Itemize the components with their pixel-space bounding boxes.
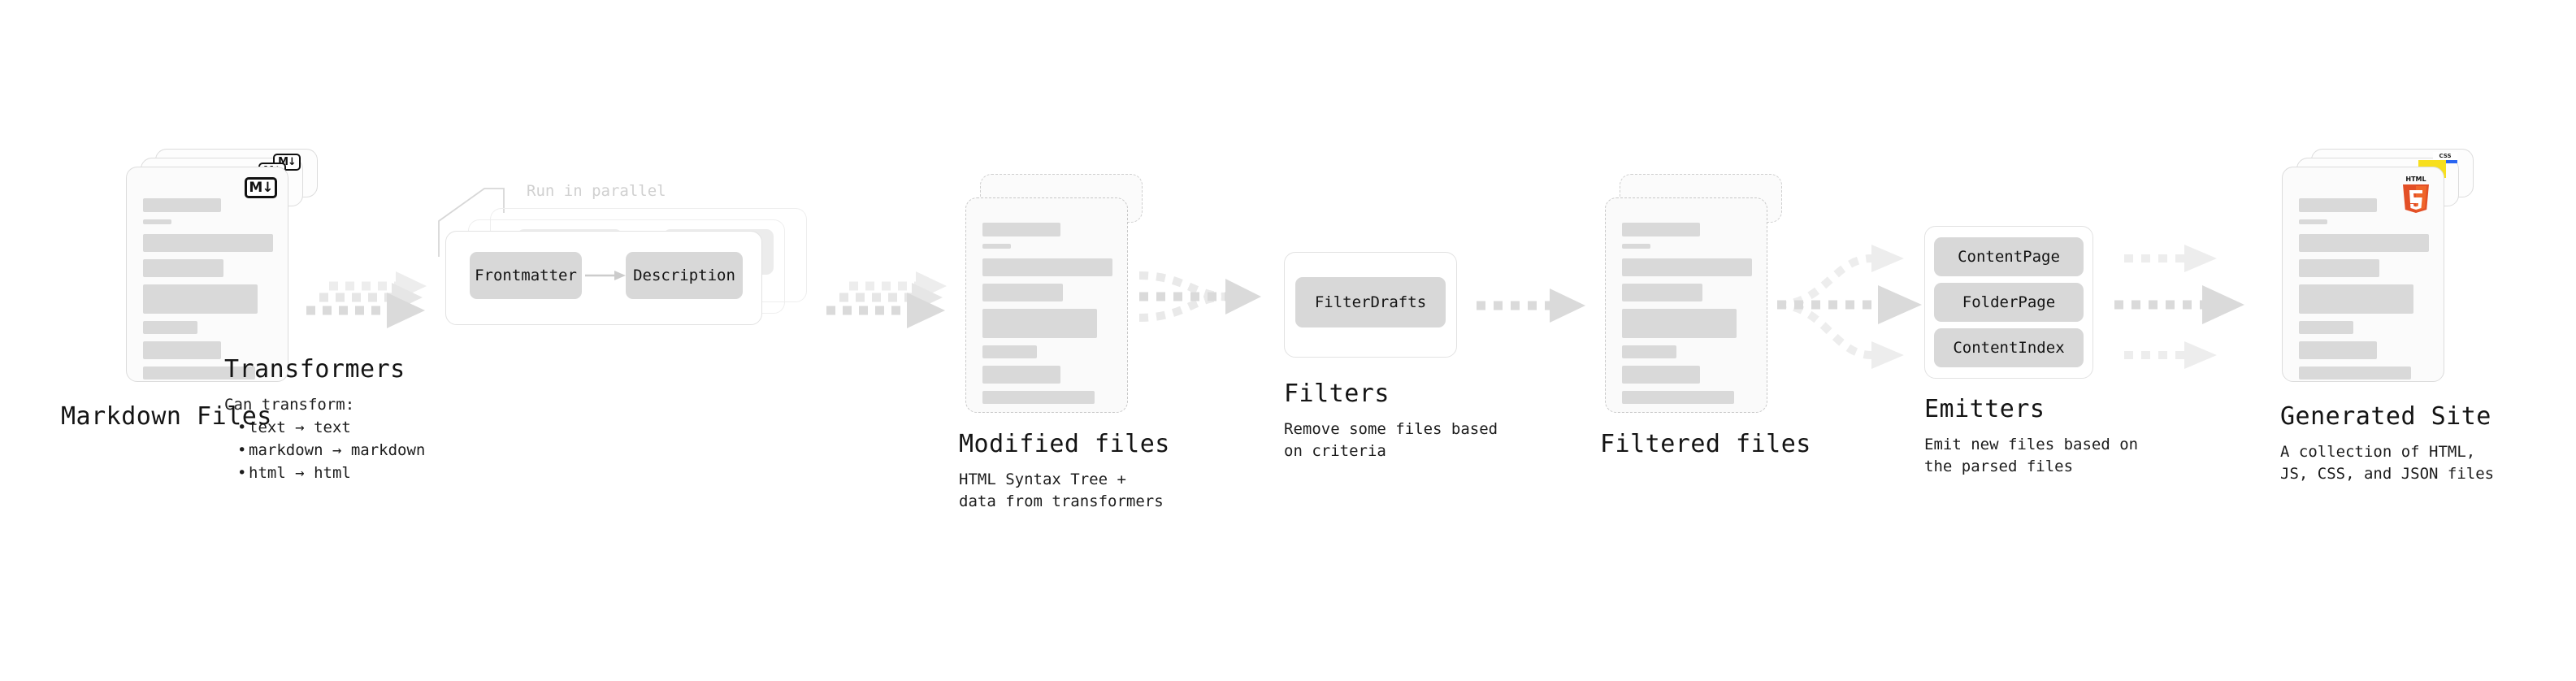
stage-description-filters: Remove some files based on criteria — [1284, 420, 1498, 460]
emitter-chip-label: ContentPage — [1958, 248, 2060, 266]
stage-title-transformers: Transformers — [224, 355, 405, 384]
transformer-chip-label: Frontmatter — [475, 267, 577, 284]
transformer-inner-arrow — [585, 271, 626, 280]
emitter-chip-contentindex[interactable]: ContentIndex — [1934, 328, 2084, 367]
transformer-chip-description[interactable]: Description — [626, 252, 743, 299]
markdown-icon-label: M↓ — [249, 179, 273, 196]
filter-chip-filterdrafts[interactable]: FilterDrafts — [1295, 277, 1446, 327]
bar-line — [2299, 321, 2354, 334]
bar-line — [143, 284, 258, 314]
bar-line — [1622, 309, 1737, 338]
bar-subtitle — [1622, 244, 1651, 249]
emitter-chip-label: ContentIndex — [1953, 339, 2065, 357]
run-in-parallel-bracket — [438, 188, 505, 257]
bar-line — [1622, 345, 1677, 358]
bar-title — [143, 198, 221, 212]
bar-line — [2299, 367, 2411, 380]
transformer-chip-frontmatter[interactable]: Frontmatter — [470, 252, 582, 299]
bar-line — [2299, 341, 2377, 359]
bar-line — [982, 258, 1112, 276]
bar-subtitle — [2299, 219, 2328, 224]
bar-line — [982, 391, 1095, 404]
connector-md-to-transformers — [306, 271, 427, 328]
stage-title-generated-site: Generated Site — [2280, 402, 2491, 431]
stage-title-modified-files: Modified files — [959, 430, 1170, 458]
markdown-icon: M↓ — [245, 177, 277, 198]
bar-line — [143, 259, 224, 277]
document-placeholder-bars — [1622, 223, 1752, 411]
list-item: markdown → markdown — [236, 439, 425, 462]
stage-description-generated-site: A collection of HTML, JS, CSS, and JSON … — [2280, 443, 2495, 483]
bar-line — [1622, 258, 1752, 276]
bar-line — [143, 367, 255, 380]
bar-line — [982, 345, 1038, 358]
bar-line — [1622, 391, 1734, 404]
transformers-bullet-list: text → text markdown → markdown html → h… — [236, 416, 425, 484]
list-item: text → text — [236, 416, 425, 439]
connector-transformers-to-modified — [826, 271, 947, 328]
html5-icon: HTML — [2403, 176, 2429, 213]
document-placeholder-bars — [2299, 198, 2429, 387]
emitter-chip-contentpage[interactable]: ContentPage — [1934, 237, 2084, 276]
bar-line — [982, 284, 1064, 301]
transformer-chip-label: Description — [633, 267, 735, 284]
svg-text:HTML: HTML — [2405, 176, 2426, 183]
modified-file-card — [965, 197, 1128, 413]
document-placeholder-bars — [982, 223, 1112, 411]
bar-line — [143, 321, 198, 334]
bar-subtitle — [982, 244, 1012, 249]
generated-site-card: HTML — [2282, 167, 2444, 382]
bar-line — [982, 309, 1097, 338]
bar-line — [2299, 259, 2380, 277]
bar-line — [2299, 234, 2429, 252]
emitter-chip-folderpage[interactable]: FolderPage — [1934, 283, 2084, 322]
bar-line — [1622, 284, 1703, 301]
filter-chip-label: FilterDrafts — [1314, 293, 1427, 311]
bar-line — [2299, 284, 2413, 314]
bar-line — [982, 366, 1060, 384]
bar-title — [1622, 223, 1700, 236]
stage-description-transformers: Can transform: — [224, 396, 355, 414]
bar-title — [982, 223, 1060, 236]
bar-line — [143, 341, 221, 359]
stage-title-filtered-files: Filtered files — [1600, 430, 1811, 458]
bar-subtitle — [143, 219, 172, 224]
connector-filters-to-filtered — [1477, 288, 1585, 323]
markdown-file-card: M↓ — [126, 167, 288, 382]
document-placeholder-bars — [143, 198, 273, 387]
connector-filtered-to-emitters — [1776, 245, 1922, 369]
run-in-parallel-label: Run in parallel — [527, 182, 666, 200]
connector-emitters-to-site — [2114, 245, 2244, 369]
filtered-file-card — [1605, 197, 1767, 413]
bar-line — [143, 234, 273, 252]
connector-modified-to-filters — [1138, 271, 1261, 322]
stage-title-emitters: Emitters — [1924, 395, 2045, 423]
bar-line — [1622, 366, 1700, 384]
emitter-chip-label: FolderPage — [1962, 293, 2056, 311]
stage-title-filters: Filters — [1284, 380, 1390, 408]
list-item: html → html — [236, 462, 425, 484]
stage-description-emitters: Emit new files based on the parsed files — [1924, 436, 2139, 475]
bar-title — [2299, 198, 2377, 212]
stage-description-modified-files: HTML Syntax Tree + data from transformer… — [959, 471, 1164, 510]
